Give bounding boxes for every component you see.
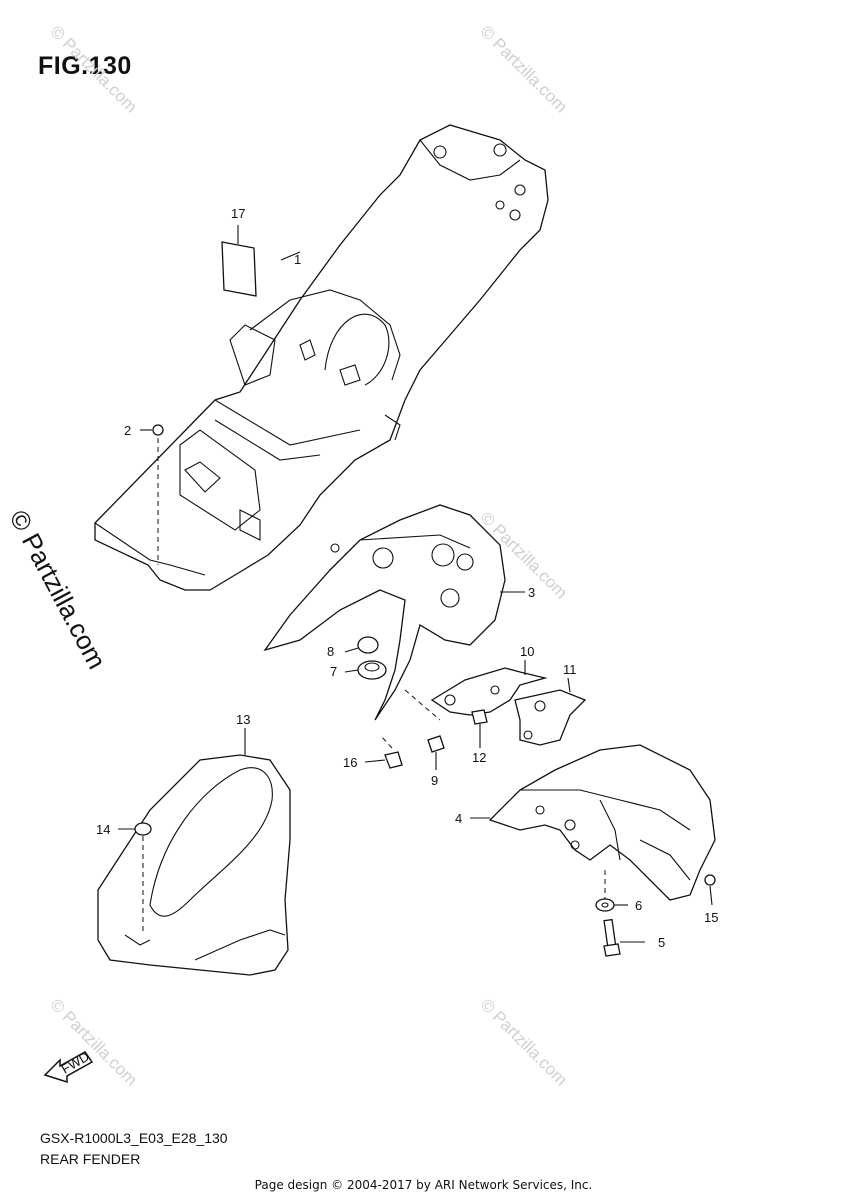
callout-15: 15 (704, 910, 718, 925)
part-1-rear-fender-inner[interactable] (94, 124, 549, 591)
part-9-bolt[interactable] (427, 735, 445, 770)
callout-14: 14 (96, 822, 110, 837)
callout-16: 16 (343, 755, 357, 770)
callout-17: 17 (231, 206, 245, 221)
callout-2: 2 (124, 423, 131, 438)
part-2-screw[interactable] (140, 424, 164, 565)
callout-1: 1 (294, 252, 301, 267)
callout-7: 7 (330, 664, 337, 679)
part-15-clip[interactable] (704, 874, 716, 906)
part-5-bolt[interactable] (603, 918, 645, 957)
fwd-arrow-icon: FWD (43, 1049, 94, 1084)
part-12-screw[interactable] (471, 709, 488, 748)
callout-3: 3 (528, 585, 535, 600)
callout-4: 4 (455, 811, 462, 826)
part-7-cushion[interactable] (344, 660, 387, 680)
callout-9: 9 (431, 773, 438, 788)
callout-11: 11 (563, 662, 577, 677)
callout-10: 10 (520, 644, 534, 659)
callout-8: 8 (327, 644, 334, 659)
footer-copyright: Page design © 2004-2017 by ARI Network S… (254, 1178, 593, 1192)
part-14-screw[interactable] (118, 822, 152, 935)
callout-6: 6 (635, 898, 642, 913)
part-8-grommet[interactable] (344, 636, 379, 654)
model-code: GSX-R1000L3_E03_E28_130 (40, 1130, 228, 1146)
part-13-front-fender[interactable] (97, 728, 291, 976)
part-3-bracket[interactable] (263, 504, 525, 721)
callout-12: 12 (472, 750, 486, 765)
section-name: REAR FENDER (40, 1151, 141, 1167)
part-17-label[interactable] (221, 225, 257, 297)
fwd-label: FWD (59, 1049, 92, 1077)
part-4-rear-fender-lower[interactable] (470, 744, 716, 901)
part-6-washer[interactable] (595, 898, 628, 912)
part-16-nut[interactable] (364, 734, 403, 769)
part-10-plate[interactable] (430, 660, 548, 716)
part-11-bracket[interactable] (514, 677, 587, 746)
callout-5: 5 (658, 935, 665, 950)
figure-title: FIG.130 (38, 52, 132, 80)
callout-13: 13 (236, 712, 250, 727)
